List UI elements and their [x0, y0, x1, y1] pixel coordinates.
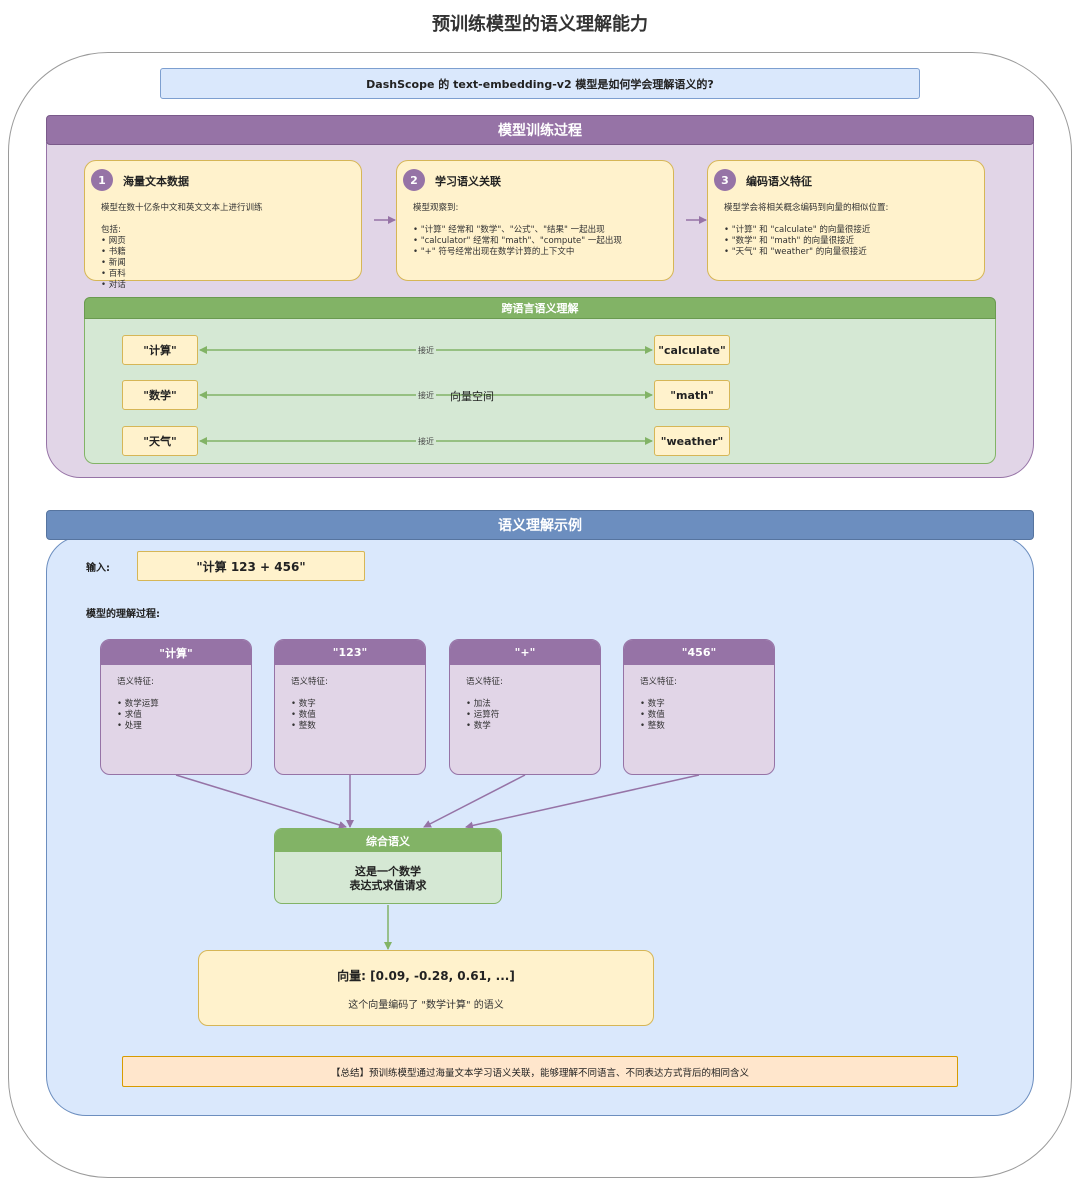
vector-title: 向量: [0.09, -0.28, 0.61, ...] — [337, 969, 515, 983]
token-body: 语义特征: • 数字 • 数值 • 整数 — [275, 665, 425, 732]
process-label: 模型的理解过程: — [86, 609, 160, 620]
example-section-header: 语义理解示例 — [46, 510, 1034, 540]
token-label: "+" — [450, 640, 600, 665]
step-body-2: 模型观察到: • "计算" 经常和 "数学"、"公式"、"结果" 一起出现 • … — [413, 203, 669, 258]
vector-space-label: 向量空间 — [450, 390, 494, 403]
summary-box: 【总结】预训练模型通过海量文本学习语义关联，能够理解不同语言、不同表达方式背后的… — [122, 1056, 958, 1087]
feature-item: • 数值 — [291, 710, 316, 720]
step-number-2: 2 — [403, 169, 425, 191]
combined-line: 这是一个数学 — [355, 865, 421, 878]
page-title: 预训练模型的语义理解能力 — [432, 14, 648, 35]
step-bullet: • 对话 — [101, 280, 126, 290]
feature-item: • 处理 — [117, 721, 142, 731]
arrow-token1-to-combined — [175, 774, 347, 829]
token-card-1: "计算" 语义特征: • 数学运算 • 求值 • 处理 — [100, 639, 252, 775]
step-bullet: • 百科 — [101, 269, 126, 279]
step-bullet: • "calculator" 经常和 "math"、"compute" 一起出现 — [413, 236, 622, 246]
step-bullet: • "+" 符号经常出现在数学计算的上下文中 — [413, 247, 575, 257]
en-word-1: "calculate" — [654, 335, 730, 365]
en-word-2: "math" — [654, 380, 730, 410]
arrow-token3-to-combined — [423, 774, 526, 828]
token-label: "456" — [624, 640, 774, 665]
step-line: 模型在数十亿条中文和英文文本上进行训练 — [101, 203, 263, 213]
zh-word-3: "天气" — [122, 426, 198, 456]
feature-item: • 数学 — [466, 721, 491, 731]
step-body-3: 模型学会将相关概念编码到向量的相似位置: • "计算" 和 "calculate… — [724, 203, 980, 258]
input-label: 输入: — [86, 563, 110, 574]
zh-word-2: "数学" — [122, 380, 198, 410]
feature-title: 语义特征: — [640, 677, 677, 687]
step-card-3: 3 编码语义特征 模型学会将相关概念编码到向量的相似位置: • "计算" 和 "… — [707, 160, 985, 281]
step-card-2: 2 学习语义关联 模型观察到: • "计算" 经常和 "数学"、"公式"、"结果… — [396, 160, 674, 281]
step-bullet: • "计算" 和 "calculate" 的向量很接近 — [724, 225, 871, 235]
token-body: 语义特征: • 数字 • 数值 • 整数 — [624, 665, 774, 732]
step-title-1: 海量文本数据 — [123, 175, 189, 188]
token-body: 语义特征: • 加法 • 运算符 • 数学 — [450, 665, 600, 732]
step-card-1: 1 海量文本数据 模型在数十亿条中文和英文文本上进行训练 包括: • 网页 • … — [84, 160, 362, 290]
step-bullet: • 新闻 — [101, 258, 126, 268]
feature-item: • 数学运算 — [117, 699, 159, 709]
step-line: 模型观察到: — [413, 203, 459, 213]
token-body: 语义特征: • 数学运算 • 求值 • 处理 — [101, 665, 251, 732]
token-label: "计算" — [101, 640, 251, 665]
step-title-3: 编码语义特征 — [746, 175, 812, 188]
feature-item: • 数字 — [291, 699, 316, 709]
relation-label-3: 接近 — [416, 436, 436, 447]
cross-lingual-header: 跨语言语义理解 — [84, 297, 996, 319]
feature-item: • 整数 — [291, 721, 316, 731]
feature-item: • 数字 — [640, 699, 665, 709]
combined-semantics-box: 综合语义 这是一个数学 表达式求值请求 — [274, 828, 502, 904]
step-bullet: • "天气" 和 "weather" 的向量很接近 — [724, 247, 867, 257]
question-box: DashScope 的 text-embedding-v2 模型是如何学会理解语… — [160, 68, 920, 99]
step-subtitle: 包括: — [101, 225, 121, 235]
feature-item: • 求值 — [117, 710, 142, 720]
step-line: 模型学会将相关概念编码到向量的相似位置: — [724, 203, 889, 213]
feature-item: • 运算符 — [466, 710, 500, 720]
arrow-token4-to-combined — [465, 774, 700, 830]
vector-description: 这个向量编码了 "数学计算" 的语义 — [348, 1000, 504, 1011]
combined-semantics-body: 这是一个数学 表达式求值请求 — [275, 852, 501, 893]
step-body-1: 模型在数十亿条中文和英文文本上进行训练 包括: • 网页 • 书籍 • 新闻 •… — [101, 203, 357, 291]
step-bullet: • "数学" 和 "math" 的向量很接近 — [724, 236, 855, 246]
feature-title: 语义特征: — [117, 677, 154, 687]
step-bullet: • "计算" 经常和 "数学"、"公式"、"结果" 一起出现 — [413, 225, 605, 235]
combined-semantics-title: 综合语义 — [275, 829, 501, 852]
input-box: "计算 123 + 456" — [137, 551, 365, 581]
step-number-1: 1 — [91, 169, 113, 191]
step-title-2: 学习语义关联 — [435, 175, 501, 188]
vector-box: 向量: [0.09, -0.28, 0.61, ...] 这个向量编码了 "数学… — [198, 950, 654, 1026]
feature-item: • 加法 — [466, 699, 491, 709]
token-card-2: "123" 语义特征: • 数字 • 数值 • 整数 — [274, 639, 426, 775]
feature-title: 语义特征: — [291, 677, 328, 687]
feature-title: 语义特征: — [466, 677, 503, 687]
token-label: "123" — [275, 640, 425, 665]
en-word-3: "weather" — [654, 426, 730, 456]
feature-item: • 数值 — [640, 710, 665, 720]
step-number-3: 3 — [714, 169, 736, 191]
step-bullet: • 书籍 — [101, 247, 126, 257]
token-card-4: "456" 语义特征: • 数字 • 数值 • 整数 — [623, 639, 775, 775]
training-section-header: 模型训练过程 — [46, 115, 1034, 145]
relation-label-2: 接近 — [416, 390, 436, 401]
feature-item: • 整数 — [640, 721, 665, 731]
relation-label-1: 接近 — [416, 345, 436, 356]
zh-word-1: "计算" — [122, 335, 198, 365]
combined-line: 表达式求值请求 — [349, 879, 427, 892]
step-bullet: • 网页 — [101, 236, 126, 246]
token-card-3: "+" 语义特征: • 加法 • 运算符 • 数学 — [449, 639, 601, 775]
